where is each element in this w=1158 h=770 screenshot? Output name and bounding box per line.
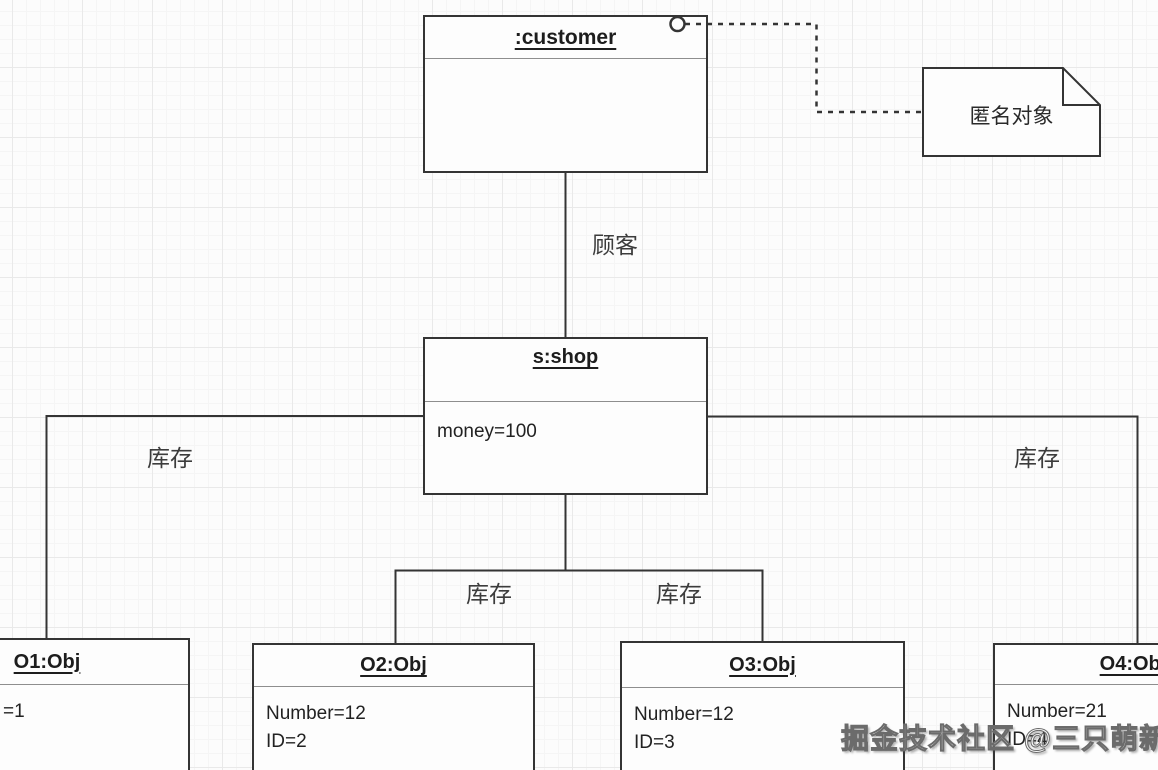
edge-label-stock-right: 库存 [1014, 445, 1060, 471]
object-title-shop: s:shop [425, 339, 706, 402]
object-body-customer [425, 59, 706, 72]
edge-shop-o1 [45, 415, 423, 638]
note-text: 匿名对象 [969, 105, 1054, 128]
attribute: Number=12 [266, 703, 366, 724]
edge-label-customer: 顾客 [592, 232, 638, 258]
edge-shop-o2-o3 [394, 569, 764, 643]
object-box-o1: O1:Obj =1 [0, 638, 190, 770]
edge-shop-o4 [708, 415, 1139, 643]
object-title-text: O3:Obj [729, 653, 796, 676]
object-title-text: O2:Obj [360, 654, 427, 676]
attribute: money=100 [437, 421, 537, 442]
edge-note-dashed [685, 22, 921, 114]
object-box-o4: O4:Obj Number=21 ID=4 [993, 643, 1158, 770]
attribute: =1 [3, 701, 25, 722]
object-body-o1: =1 [0, 685, 188, 726]
attribute: ID=3 [634, 732, 675, 753]
object-body-shop: money=100 [425, 402, 706, 446]
object-title-text: O4:Obj [1099, 653, 1158, 675]
edge-label-stock-left: 库存 [147, 445, 193, 471]
edge-label-stock-mid-right: 库存 [656, 581, 702, 607]
object-box-shop: s:shop money=100 [423, 337, 708, 495]
object-body-o2: Number=12 ID=2 [254, 687, 533, 756]
edge-label-stock-mid-left: 库存 [466, 581, 512, 607]
attribute: Number=21 [1007, 701, 1107, 722]
object-box-o2: O2:Obj Number=12 ID=2 [252, 643, 535, 770]
object-title-text: :customer [514, 25, 617, 49]
object-title-text: s:shop [532, 346, 599, 368]
object-title-o2: O2:Obj [254, 645, 533, 687]
object-title-o1: O1:Obj [0, 640, 188, 685]
attribute: Number=12 [634, 704, 734, 725]
object-box-o3: O3:Obj Number=12 ID=3 [620, 641, 905, 770]
object-title-o3: O3:Obj [622, 643, 903, 688]
attribute: ID=2 [266, 731, 307, 752]
object-title-customer: :customer [425, 17, 706, 59]
object-title-text: O1:Obj [13, 650, 81, 673]
object-box-customer: :customer [423, 15, 708, 173]
object-title-o4: O4:Obj [995, 645, 1158, 685]
object-body-o3: Number=12 ID=3 [622, 688, 903, 757]
object-body-o4: Number=21 ID=4 [995, 685, 1158, 754]
watermark: 掘金技术社区 @三只萌新 [840, 723, 1158, 755]
attribute: ID=4 [1007, 729, 1048, 750]
